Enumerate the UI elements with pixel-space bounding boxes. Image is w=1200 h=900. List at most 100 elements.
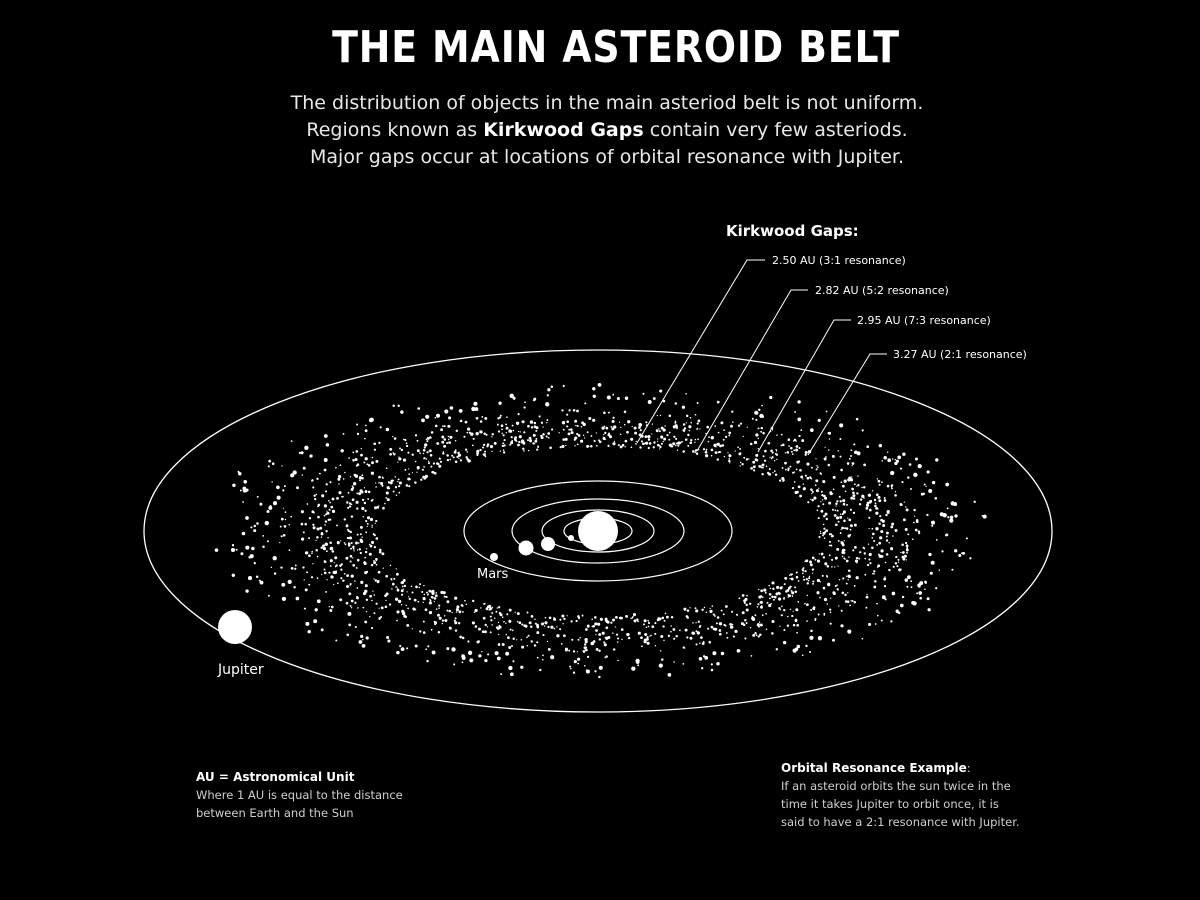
asteroid <box>577 617 581 620</box>
asteroid <box>877 564 881 568</box>
asteroid <box>598 649 601 653</box>
asteroid <box>259 580 264 585</box>
asteroid <box>640 636 643 640</box>
asteroid <box>423 584 425 587</box>
asteroid <box>786 624 790 627</box>
asteroid <box>411 472 414 474</box>
asteroid <box>631 616 634 619</box>
asteroid <box>919 581 924 586</box>
asteroid <box>797 400 801 404</box>
asteroid <box>615 633 619 636</box>
asteroid <box>798 447 801 449</box>
asteroid <box>769 597 771 600</box>
asteroid <box>498 633 500 636</box>
asteroid <box>847 569 851 573</box>
asteroid <box>802 576 805 578</box>
asteroid <box>445 595 448 599</box>
asteroid <box>690 438 693 442</box>
asteroid <box>904 578 909 582</box>
asteroid <box>536 448 539 451</box>
asteroid <box>682 450 685 453</box>
asteroid <box>742 623 746 627</box>
asteroid <box>337 540 339 543</box>
asteroid <box>517 413 520 416</box>
asteroid <box>316 577 319 579</box>
asteroid <box>346 536 350 540</box>
asteroid <box>780 444 783 447</box>
asteroid <box>730 625 734 629</box>
asteroid <box>484 455 487 458</box>
asteroid <box>316 555 319 558</box>
asteroid <box>817 517 820 520</box>
asteroid <box>550 655 555 660</box>
asteroid <box>647 438 651 441</box>
asteroid <box>430 596 433 599</box>
asteroid <box>585 669 590 674</box>
asteroid <box>662 440 664 443</box>
asteroid <box>490 619 493 622</box>
asteroid <box>876 602 878 605</box>
asteroid <box>516 620 519 623</box>
asteroid <box>331 497 335 501</box>
asteroid <box>831 566 833 568</box>
asteroid <box>386 635 390 640</box>
asteroid <box>853 523 857 527</box>
asteroid <box>378 617 381 620</box>
asteroid <box>577 434 581 437</box>
asteroid <box>647 619 650 622</box>
asteroid <box>823 527 826 530</box>
asteroid <box>705 449 708 451</box>
asteroid <box>811 430 814 433</box>
asteroid <box>505 633 508 636</box>
asteroid <box>806 620 808 622</box>
asteroid <box>775 648 779 651</box>
asteroid <box>542 634 545 637</box>
asteroid <box>388 487 391 490</box>
asteroid <box>897 558 900 561</box>
asteroid <box>434 424 438 428</box>
asteroid <box>863 547 866 550</box>
asteroid <box>620 628 624 631</box>
asteroid <box>247 576 253 581</box>
asteroid <box>765 628 768 631</box>
asteroid <box>745 603 748 607</box>
resonance-note-colon: : <box>966 761 971 775</box>
asteroid <box>694 451 696 453</box>
asteroid <box>660 442 663 445</box>
asteroid <box>503 444 506 447</box>
asteroid <box>378 441 381 444</box>
asteroid <box>696 631 700 635</box>
asteroid <box>880 518 884 522</box>
asteroid <box>425 648 428 651</box>
asteroid <box>851 487 854 491</box>
asteroid <box>811 466 813 469</box>
asteroid <box>515 421 520 425</box>
asteroid <box>301 474 304 476</box>
asteroid <box>674 421 677 424</box>
asteroid <box>325 443 330 447</box>
asteroid <box>422 449 426 452</box>
asteroid <box>877 614 879 617</box>
asteroid <box>835 505 837 507</box>
asteroid <box>253 529 257 533</box>
asteroid <box>631 425 633 428</box>
asteroid <box>232 483 236 488</box>
asteroid <box>797 417 802 422</box>
asteroid <box>315 548 318 552</box>
asteroid <box>756 606 759 608</box>
kirkwood-gaps-heading: Kirkwood Gaps: <box>726 222 859 240</box>
subtitle: The distribution of objects in the main … <box>0 90 1200 171</box>
asteroid <box>423 476 427 480</box>
asteroid <box>773 459 776 462</box>
asteroid <box>356 432 360 436</box>
asteroid <box>668 443 672 447</box>
asteroid <box>748 458 750 460</box>
asteroid <box>773 595 777 599</box>
asteroid <box>791 595 794 597</box>
asteroid <box>356 587 359 589</box>
asteroid <box>400 410 404 414</box>
asteroid <box>789 585 792 588</box>
asteroid <box>675 437 678 440</box>
asteroid <box>371 627 374 630</box>
asteroid <box>786 589 790 592</box>
